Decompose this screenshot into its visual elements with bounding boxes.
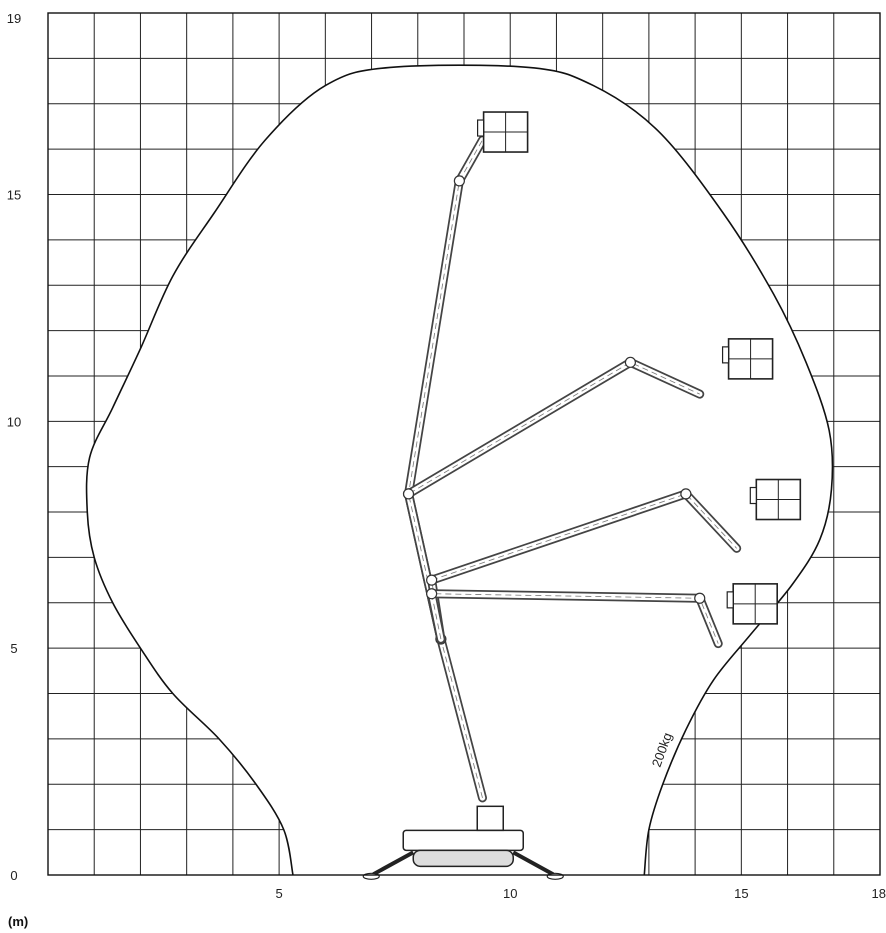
y-tick-label: 15: [7, 187, 21, 202]
boom-joint: [426, 588, 438, 600]
x-tick-label: 5: [275, 886, 282, 901]
boom-arm-centerline: [431, 493, 738, 640]
boom-joint: [680, 488, 692, 500]
crawler-track: [412, 849, 514, 868]
plot-frame: [47, 12, 881, 876]
boom-joint: [453, 175, 465, 187]
boom-joint: [426, 574, 438, 586]
y-tick-label: 10: [7, 414, 21, 429]
outrigger-left: [372, 850, 415, 877]
working-envelope: [86, 65, 833, 875]
outrigger-right: [512, 850, 555, 877]
machine-base: [362, 805, 564, 880]
y-tick-label: 19: [7, 11, 21, 26]
boom-joint: [624, 356, 637, 368]
x-tick-label: 15: [734, 886, 748, 901]
platform-control-box: [749, 486, 757, 505]
outrigger-foot: [362, 872, 380, 880]
y-axis-ticks: 0 5 10 15 19: [7, 11, 21, 883]
boom-arm-centerline: [408, 361, 700, 640]
x-axis-ticks: 5 10 15 18: [275, 886, 886, 901]
boom-joint: [402, 488, 415, 500]
y-tick-label: 5: [10, 641, 17, 656]
unit-label: (m): [8, 914, 28, 929]
boom-positions: [402, 111, 802, 803]
platform-control-box: [477, 119, 485, 137]
boom-joint: [694, 592, 706, 604]
x-tick-label: 18: [872, 886, 886, 901]
outrigger-foot: [546, 872, 564, 880]
x-tick-label: 10: [503, 886, 517, 901]
boom-arm-centerline: [431, 593, 719, 644]
chassis-body: [402, 829, 524, 852]
y-tick-label: 0: [10, 868, 17, 883]
turret: [476, 805, 504, 832]
envelope-outline: [85, 64, 834, 876]
platform-control-box: [726, 591, 734, 609]
platform-control-box: [721, 346, 730, 364]
